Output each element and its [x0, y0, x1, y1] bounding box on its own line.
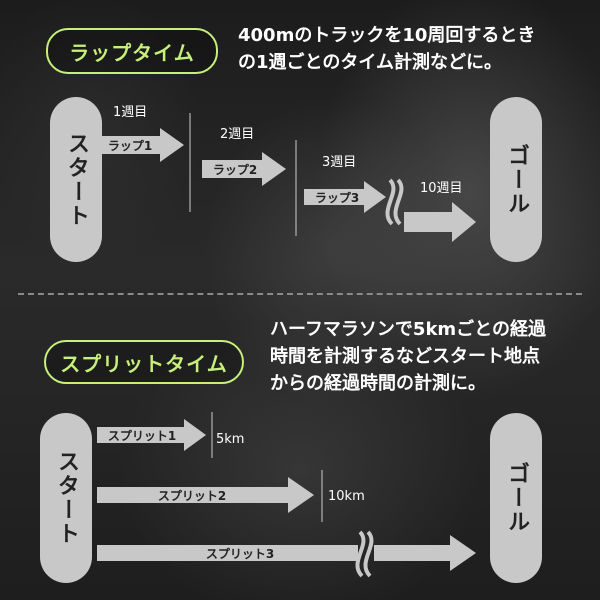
split-arrow-1 — [97, 419, 206, 451]
lap-arrow-2 — [202, 152, 286, 186]
lap-time-title: ラップタイム — [46, 28, 218, 74]
section-divider — [18, 293, 582, 295]
lap-goal-label: ゴール — [504, 143, 529, 216]
split-marker-1: 5km — [216, 432, 244, 447]
split-time-description: ハーフマラソンで5kmごとの経過 時間を計測するなどスタート地点 からの経過時間… — [270, 319, 546, 394]
lap-marker-2: 2週目 — [220, 127, 254, 142]
split-time-title: スプリットタイム — [44, 340, 244, 384]
split-arrow-2-label: スプリット2 — [158, 488, 226, 503]
lap-arrow-10 — [404, 202, 476, 242]
lap-goal-bar: ゴール — [490, 97, 542, 262]
lap-marker-10: 10週目 — [420, 181, 463, 196]
split-start-label: スタート — [54, 450, 79, 546]
split-arrow-3a — [97, 545, 358, 561]
lap-arrow-2-label: ラップ2 — [213, 162, 257, 177]
split-break-mark — [355, 530, 374, 578]
split-goal-bar: ゴール — [490, 413, 542, 583]
lap-marker-1: 1週目 — [113, 105, 147, 120]
lap-start-bar: スタート — [50, 97, 102, 262]
lap-time-description: 400mのトラックを10周回するとき の1週ごとのタイム計測などに。 — [238, 25, 536, 73]
lap-arrow-1-label: ラップ1 — [108, 138, 152, 153]
lap-marker-3: 3週目 — [322, 155, 356, 170]
split-goal-label: ゴール — [504, 462, 529, 534]
lap-arrow-3-label: ラップ3 — [315, 190, 359, 205]
lap-arrow-3 — [304, 181, 386, 213]
lap-break-mark — [385, 178, 404, 226]
split-start-bar: スタート — [40, 413, 92, 583]
lap-arrow-1 — [100, 128, 184, 162]
split-arrow-3-label: スプリット3 — [206, 546, 274, 561]
lap-start-label: スタート — [64, 131, 89, 228]
split-arrow-3b — [374, 535, 476, 571]
split-arrow-1-label: スプリット1 — [108, 428, 176, 443]
split-marker-2: 10km — [328, 489, 365, 504]
split-arrow-2 — [97, 477, 314, 513]
